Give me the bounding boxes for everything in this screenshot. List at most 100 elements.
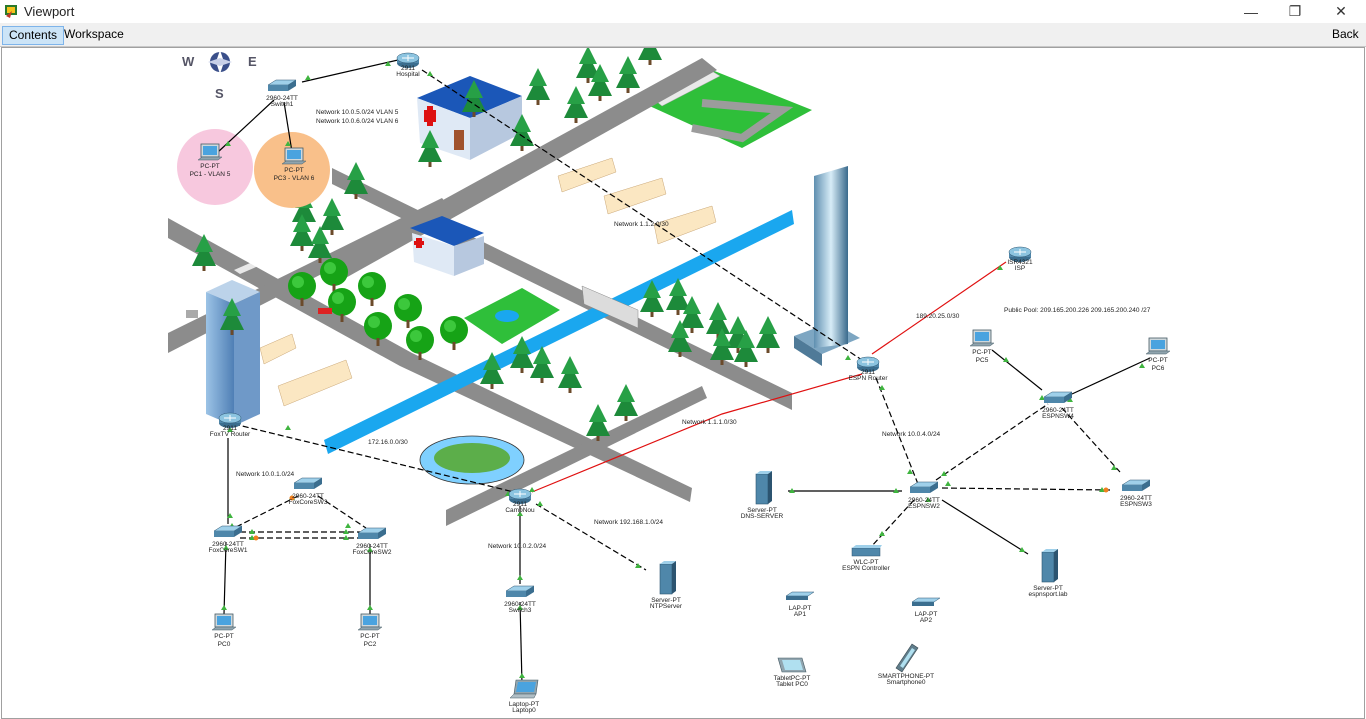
device-type-label: Server-PT [1033,585,1063,592]
device-name-label: Switch1 [271,101,294,108]
device-type-label: TabletPC-PT [774,675,811,682]
pc-icon [969,329,995,347]
workspace-button[interactable]: Workspace [64,27,124,41]
compass-south: S [215,86,224,101]
minimize-button[interactable]: — [1228,0,1274,23]
switch-icon [505,585,535,597]
link-campnou-espn [531,373,863,493]
switch-icon [213,525,243,537]
park-pond [495,310,519,322]
device-type-label: PC-PT [360,633,380,640]
back-button[interactable]: Back [1332,27,1359,41]
label-net-10-0-4: Network 10.0.4.0/24 [882,431,941,438]
pc-icon [211,613,237,631]
device-type-label: PC-PT [284,167,304,174]
device-name-label: DNS-SERVER [741,513,784,520]
link-espn-isp [871,261,1007,355]
device-type-label: 2911 [401,65,415,72]
switch-icon [1043,391,1073,403]
building-block [603,177,667,215]
vlan5-area [177,129,253,205]
device-type-label: LAP-PT [789,605,812,612]
view-toolbar: Contents Workspace Back [0,23,1366,47]
device-name-label: PC6 [1152,365,1165,372]
device-name-label: PC5 [976,357,989,364]
device-name-label: PC2 [364,641,377,648]
crosswalk [234,256,272,274]
contents-button[interactable]: Contents [2,26,65,45]
device-name-label: Switch3 [509,607,532,614]
device-name-label: espnsport.lab [1028,591,1067,598]
router-icon [856,356,880,372]
device-type-label: 2911 [513,501,527,508]
pc-icon [281,147,307,165]
device-type-label: PC-PT [214,633,234,640]
label-net-172: 172.16.0.0/30 [368,439,408,446]
truck [186,310,198,318]
device-name-label: FoxCoreSW2 [352,549,391,556]
close-button[interactable]: ✕ [1318,0,1364,23]
label-net-10-0-1: Network 10.0.1.0/24 [236,471,295,478]
label-net-189: 189.20.25.0/30 [916,313,960,320]
label-net-1-1-2: Network 1.1.2.0/30 [614,221,669,228]
logical-workspace[interactable]: W E S N [1,47,1365,719]
city-background: W E S [168,48,860,526]
switch-icon [1121,479,1151,491]
device-name-label: CampNou [505,507,535,514]
maximize-button[interactable]: ❐ [1272,0,1318,23]
compass-west: W [182,54,195,69]
compass: W E S [182,50,257,101]
device-type-label: ISR4321 [1007,259,1033,266]
window-title: Viewport [24,4,75,19]
device-name-label: NTPServer [650,603,683,610]
device-type-label: 2960-24TT [1042,407,1074,414]
pc-icon [1145,337,1171,355]
router-icon [1008,246,1032,262]
device-type-label: 2960-24TT [292,493,324,500]
device-type-label: Server-PT [651,597,681,604]
parking-road [691,99,794,143]
device-name-label: ESPNSW4 [1042,413,1074,420]
device-name-label: ESPNSW3 [1120,501,1152,508]
device-name-label: FoxCoreSW1 [208,547,247,554]
packet-tracer-icon [5,5,17,18]
road-main [168,218,692,502]
switch-icon [293,477,323,489]
device-name-label: FoxTV Router [210,431,251,438]
device-name-label: Hospital [396,71,420,78]
device-type-label: PC-PT [1148,357,1168,364]
tablet-icon [777,657,807,673]
network-labels: Network 10.0.5.0/24 VLAN 5 Network 10.0.… [236,109,1151,550]
topology-canvas[interactable]: W E S N [2,48,1365,719]
ap-icon [911,597,941,606]
